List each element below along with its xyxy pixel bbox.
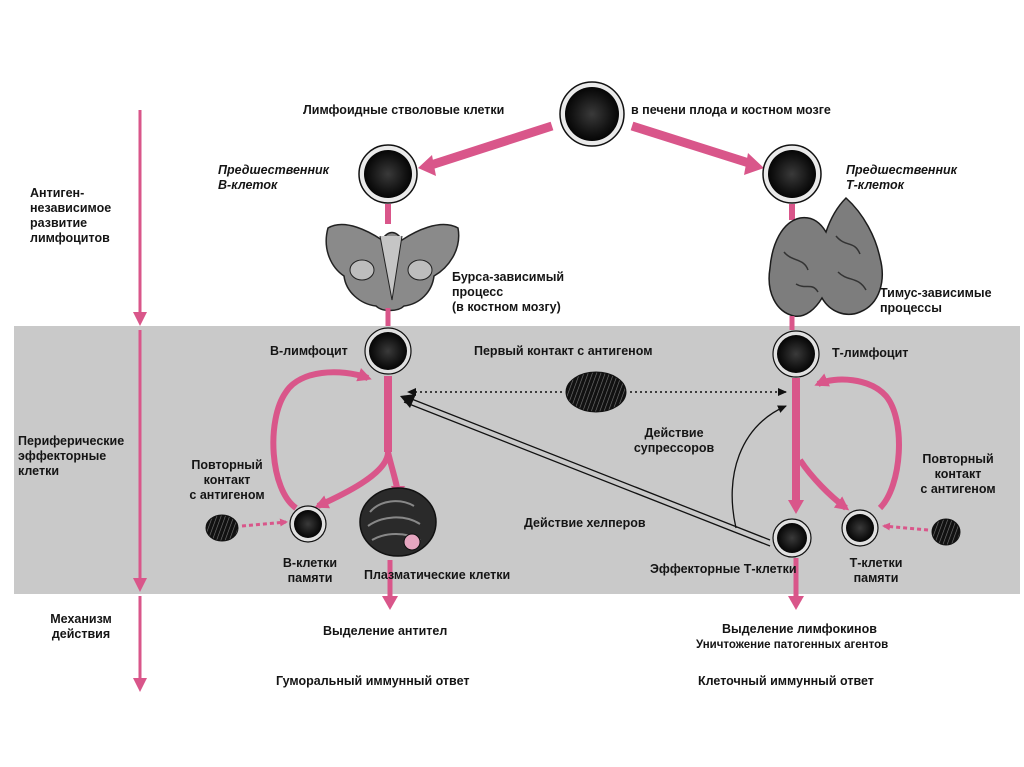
label-first-contact: Первый контакт с антигеном (474, 344, 653, 358)
b-branch-arrows (270, 368, 405, 610)
thymus-icon (768, 196, 883, 317)
t-branch-arrows (788, 373, 902, 610)
label-antigen-independent: Антиген- независимое развитие лимфоцитов (30, 186, 112, 245)
label-stem-cells-left: Лимфоидные стволовые клетки (303, 103, 505, 117)
t-lymphocyte-icon (772, 330, 820, 378)
peripheral-band (14, 326, 1020, 594)
label-b-lymphocyte: В-лимфоцит (270, 344, 348, 358)
label-suppressor: Действие супрессоров (633, 426, 715, 455)
label-t-precursor: Предшественник Т-клеток (846, 163, 958, 192)
t-effector-icon (772, 518, 812, 558)
t-memory-icon (841, 509, 879, 547)
pelvis-icon (325, 223, 460, 312)
label-helper: Действие хелперов (524, 516, 646, 530)
b-memory-icon (289, 505, 327, 543)
suppressor-arrow (731, 405, 787, 529)
t-precursor-icon (762, 144, 822, 204)
timeline-arrows (133, 110, 147, 692)
label-b-response: Гуморальный иммунный ответ (276, 674, 470, 688)
label-peripheral: Периферические эффекторные клетки (18, 434, 125, 478)
t-repeat-antigen-icon (882, 518, 961, 546)
label-b-repeat-contact: Повторный контакт с антигеном (189, 458, 265, 502)
label-stem-cells-right: в печени плода и костном мозге (631, 103, 831, 117)
label-plasma: Плазматические клетки (364, 568, 511, 582)
helper-arrow (400, 394, 771, 547)
label-t-output: Выделение лимфокинов (722, 622, 877, 636)
label-t-lymphocyte: Т-лимфоцит (832, 346, 909, 360)
label-thymus: Тимус-зависимые процессы (880, 286, 992, 315)
label-t-output2: Уничтожение патогенных агентов (696, 639, 889, 651)
timeline-arrow-1-head (133, 312, 147, 326)
label-b-output: Выделение антител (323, 624, 448, 638)
label-bursa: Бурса-зависимый процесс (в костном мозгу… (452, 270, 565, 314)
stem-cell-icon (559, 81, 625, 147)
label-b-memory: В-клетки памяти (282, 556, 338, 585)
label-t-repeat-contact: Повторный контакт с антигеном (920, 452, 996, 496)
plasma-cell-icon (359, 487, 437, 557)
label-b-precursor: Предшественник В-клеток (218, 163, 330, 192)
antigen-center-icon (565, 371, 627, 413)
timeline-arrow-2-head (133, 578, 147, 592)
label-mechanism: Механизм действия (50, 612, 112, 641)
timeline-arrow-3-head (133, 678, 147, 692)
label-t-response: Клеточный иммунный ответ (698, 674, 874, 688)
b-precursor-icon (358, 144, 418, 204)
label-t-memory: Т-клетки памяти (849, 556, 903, 585)
label-t-effector: Эффекторные Т-клетки (650, 562, 797, 576)
b-lymphocyte-icon (364, 327, 412, 375)
stem-to-precursor-arrows (418, 121, 764, 176)
b-repeat-antigen-icon (205, 514, 288, 542)
